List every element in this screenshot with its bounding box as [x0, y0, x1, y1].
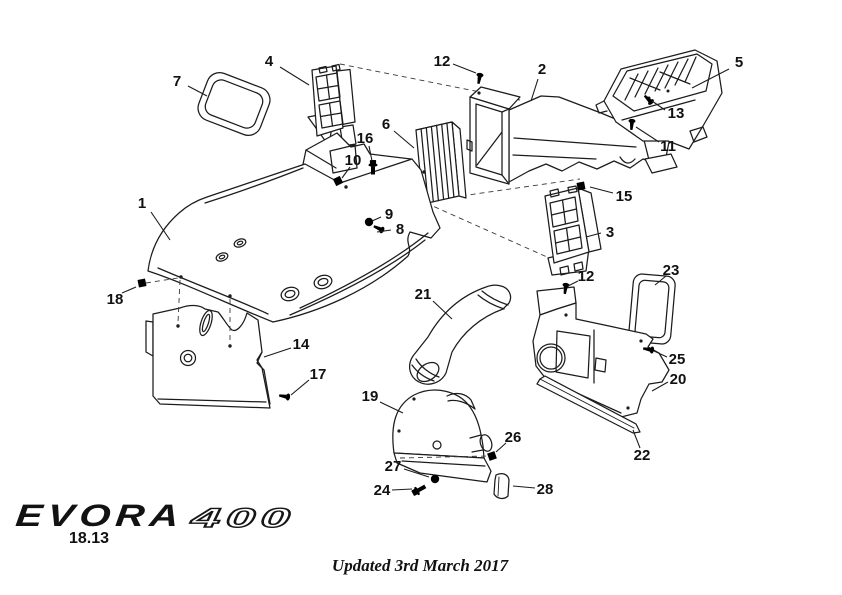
leader-line-10 — [341, 166, 351, 179]
construction-lines-over — [145, 277, 489, 459]
callout-9: 9 — [385, 206, 393, 223]
clip-18 — [137, 278, 147, 288]
part-4-details — [315, 63, 344, 129]
callout-23: 23 — [663, 262, 680, 279]
part-6-filter-element — [415, 121, 467, 205]
callout-6: 6 — [382, 116, 390, 133]
leader-line-18 — [121, 286, 137, 294]
callout-1: 1 — [138, 195, 146, 212]
part-19-arch-cover — [392, 389, 493, 483]
leader-line-24 — [391, 488, 413, 491]
leader-line-9 — [371, 216, 382, 222]
callout-28: 28 — [537, 481, 554, 498]
section-number: 18.13 — [69, 530, 109, 547]
callout-11: 11 — [660, 138, 676, 155]
part-2-mouth — [466, 103, 510, 185]
washer-27 — [430, 474, 440, 484]
screw-12a — [474, 72, 484, 85]
callout-20: 20 — [670, 371, 687, 388]
leader-line-28 — [512, 485, 536, 489]
callout-24: 24 — [374, 482, 391, 499]
part-22-finisher-strip — [536, 375, 641, 434]
callout-17: 17 — [310, 366, 327, 383]
callout-26: 26 — [505, 429, 522, 446]
callout-14: 14 — [293, 336, 310, 353]
callout-16: 16 — [357, 130, 374, 147]
leader-line-21 — [432, 300, 453, 320]
leader-line-13 — [651, 100, 666, 111]
screw-17 — [278, 391, 291, 401]
part-5-grille-hatch — [595, 56, 708, 143]
callout-7: 7 — [173, 73, 181, 90]
callout-25: 25 — [669, 351, 686, 368]
callout-12a: 12 — [434, 53, 451, 70]
part-6-pleats — [420, 122, 455, 204]
bolt-24 — [410, 482, 428, 498]
leader-line-12b — [567, 280, 579, 287]
callout-13: 13 — [668, 105, 685, 122]
callout-15: 15 — [616, 188, 633, 205]
callout-10: 10 — [345, 152, 362, 169]
washer-9 — [364, 217, 374, 227]
part-7-aperture-seal — [197, 72, 271, 136]
callout-21: 21 — [415, 286, 432, 303]
leader-line-12a — [452, 63, 477, 74]
part-2-air-intake-box — [466, 86, 678, 185]
part-21-intake-hose — [409, 284, 512, 385]
leader-line-3 — [585, 232, 602, 238]
callout-19: 19 — [362, 388, 379, 405]
part-1-details — [157, 167, 429, 316]
callout-8: 8 — [396, 221, 404, 238]
leader-line-16 — [368, 145, 373, 162]
part-28-bracket — [493, 473, 510, 500]
part-2-details — [512, 137, 637, 164]
updated-date: Updated 3rd March 2017 — [332, 556, 510, 575]
leader-line-14 — [263, 347, 292, 358]
leader-line-27 — [403, 468, 430, 478]
clip-26 — [486, 450, 498, 462]
leader-line-11 — [635, 126, 660, 143]
leader-line-1 — [150, 211, 171, 241]
callout-5: 5 — [735, 54, 743, 71]
construction-lines-under — [339, 63, 581, 258]
leader-line-5 — [691, 68, 730, 89]
logo-evora: EVORA — [14, 498, 186, 533]
callout-3: 3 — [606, 224, 614, 241]
callout-12b: 12 — [578, 268, 595, 285]
clip-15 — [576, 181, 586, 191]
leader-line-2 — [530, 78, 539, 102]
part-1-bracket-notch — [305, 144, 358, 174]
part-3-details — [549, 185, 584, 276]
leader-line-22 — [632, 429, 641, 449]
part-14-lower-panel — [145, 304, 271, 409]
leader-line-4 — [279, 66, 310, 86]
callout-2: 2 — [538, 61, 546, 78]
callout-4: 4 — [265, 53, 274, 70]
part-1-main-trim-panel — [147, 158, 441, 323]
footer-branding: EVORA 400 18.13 Updated 3rd March 2017 — [14, 498, 510, 575]
leader-line-26 — [495, 442, 507, 453]
leader-line-20 — [651, 381, 669, 392]
leader-line-6 — [393, 130, 415, 149]
leader-line-17 — [290, 379, 310, 396]
part-4-vent-assembly — [307, 63, 357, 147]
leader-line-7 — [187, 85, 208, 97]
leader-line-25 — [653, 350, 668, 358]
part-23-seal — [628, 273, 676, 345]
callout-18: 18 — [107, 291, 124, 308]
part-14-details — [157, 309, 271, 405]
part-3-vent-assembly — [544, 185, 602, 276]
callout-27: 27 — [385, 458, 402, 475]
leader-line-8 — [376, 229, 392, 233]
leader-line-19 — [379, 401, 404, 414]
logo-400-outline: 400 — [188, 502, 297, 533]
part-19-details — [401, 392, 493, 467]
part-21-ribs — [411, 290, 509, 383]
callout-22: 22 — [634, 447, 651, 464]
leader-line-23 — [654, 275, 667, 286]
leader-line-15 — [589, 186, 614, 194]
